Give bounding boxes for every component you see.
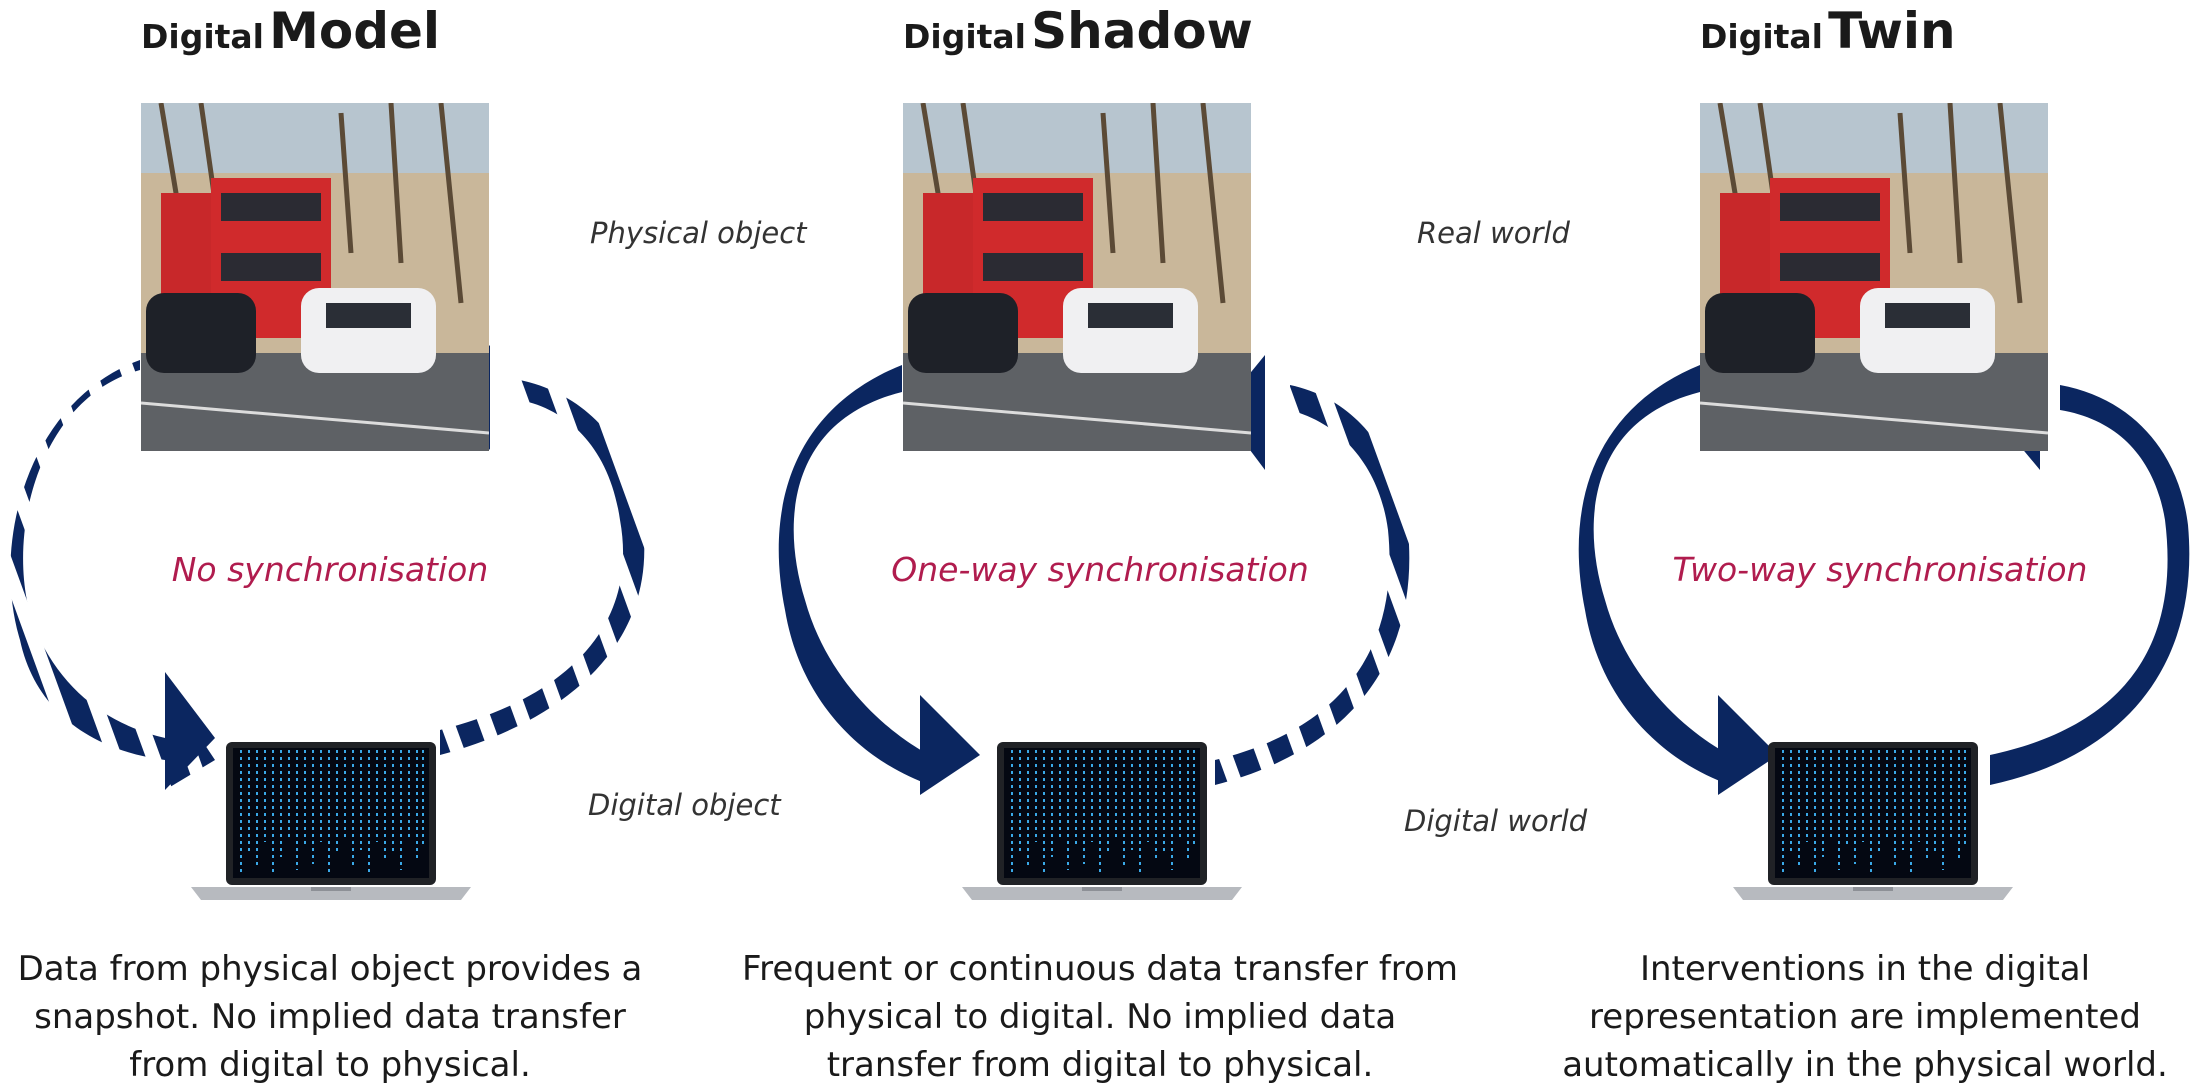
one-way-sync-label: One-way synchronisation xyxy=(891,550,1309,589)
shadow-title-big: Shadow xyxy=(1031,2,1253,60)
digital-object-label: Digital object xyxy=(588,788,781,822)
model-title-small: Digital xyxy=(141,17,264,56)
twin-title: Digital Twin xyxy=(1700,6,1956,56)
digital-world-laptop xyxy=(962,742,1242,906)
real-world-photo xyxy=(903,103,1251,451)
physical-object-label: Physical object xyxy=(590,216,807,250)
physical-object-photo xyxy=(141,103,489,451)
digital-world-label: Digital world xyxy=(1404,804,1588,838)
twin-left-arrow-solid xyxy=(1578,365,1778,795)
two-way-sync-label: Two-way synchronisation xyxy=(1672,550,2088,589)
shadow-caption: Frequent or continuous data transfer fro… xyxy=(742,949,1458,1085)
shadow-left-arrow-solid xyxy=(778,365,980,795)
model-title: Digital Model xyxy=(141,6,440,56)
shadow-title: Digital Shadow xyxy=(903,6,1253,56)
shadow-title-small: Digital xyxy=(903,17,1026,56)
no-sync-label: No synchronisation xyxy=(171,550,489,589)
twin-photo xyxy=(1700,103,2048,451)
twin-laptop xyxy=(1733,742,2013,906)
real-world-label: Real world xyxy=(1417,216,1570,250)
twin-title-small: Digital xyxy=(1700,17,1823,56)
twin-caption: Interventions in the digital representat… xyxy=(1562,949,2168,1085)
model-title-big: Model xyxy=(269,2,441,60)
model-caption: Data from physical object provides a sna… xyxy=(17,949,643,1085)
model-left-arrow-dashed xyxy=(10,360,215,790)
digital-object-laptop xyxy=(191,742,471,906)
twin-title-big: Twin xyxy=(1828,2,1956,60)
